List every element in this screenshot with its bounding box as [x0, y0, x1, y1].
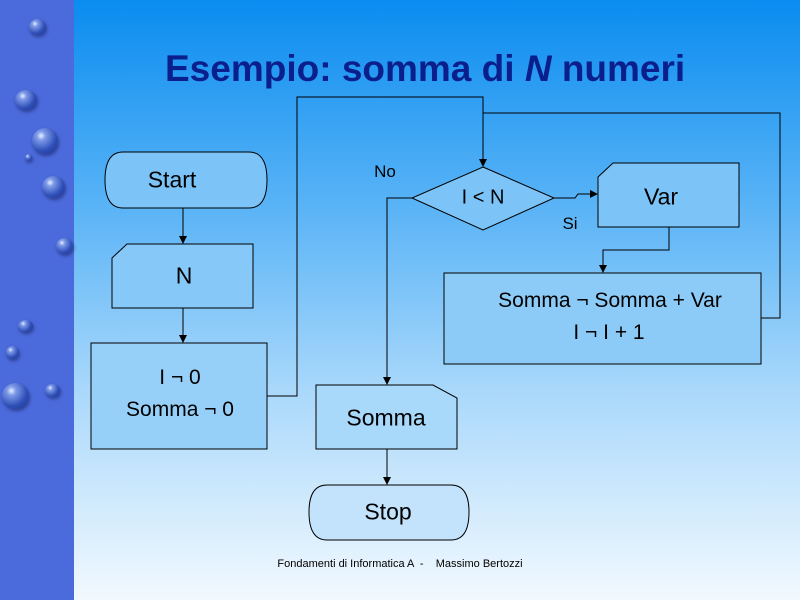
title-text: Esempio: somma di — [165, 48, 525, 89]
decorative-sidebar — [0, 0, 74, 600]
update-i-label: I ¬ I + 1 — [573, 321, 645, 344]
start-terminal — [104, 151, 268, 209]
input-var-shape — [597, 162, 740, 228]
init-process-box — [90, 342, 268, 450]
slide-title: Esempio: somma di N numeri — [165, 48, 685, 90]
condition-diamond — [410, 166, 556, 231]
output-somma-label: Somma — [346, 404, 426, 431]
stop-terminal — [308, 484, 470, 541]
bubble-decoration — [2, 383, 29, 409]
bubble-decoration — [32, 128, 58, 154]
branch-no-label: No — [374, 162, 396, 181]
slide-footer: Fondamenti di Informatica A - Massimo Be… — [277, 558, 523, 570]
condition-label: I < N — [461, 186, 505, 209]
bubble-decoration — [15, 90, 37, 110]
bubble-decoration — [56, 238, 73, 254]
bubble-decoration — [29, 19, 46, 35]
connector-no-branch — [383, 197, 412, 385]
connector-init-condition — [267, 96, 487, 397]
input-var-label: Var — [643, 183, 679, 210]
update-process-box — [443, 272, 762, 365]
branch-yes-label: Si — [562, 214, 578, 233]
start-label: Start — [147, 166, 197, 193]
connector-yes-branch — [554, 190, 598, 199]
stop-label: Stop — [364, 498, 412, 525]
init-somma-label: Somma ¬ 0 — [126, 398, 234, 421]
connector-var-update — [599, 227, 670, 273]
bubble-decoration — [6, 346, 19, 359]
bubble-decoration — [42, 176, 65, 198]
title-variable: N — [524, 48, 552, 89]
bubble-decoration — [18, 320, 33, 332]
update-somma-label: Somma ¬ Somma + Var — [498, 289, 722, 312]
input-n-shape — [111, 243, 254, 309]
input-n-label: N — [175, 262, 193, 289]
bubble-decoration — [25, 154, 32, 161]
init-i-label: I ¬ 0 — [159, 366, 201, 389]
bubble-decoration — [45, 384, 60, 397]
output-somma-shape — [315, 384, 458, 450]
connector-loop-back — [483, 112, 781, 319]
title-text-end: numeri — [551, 48, 686, 89]
